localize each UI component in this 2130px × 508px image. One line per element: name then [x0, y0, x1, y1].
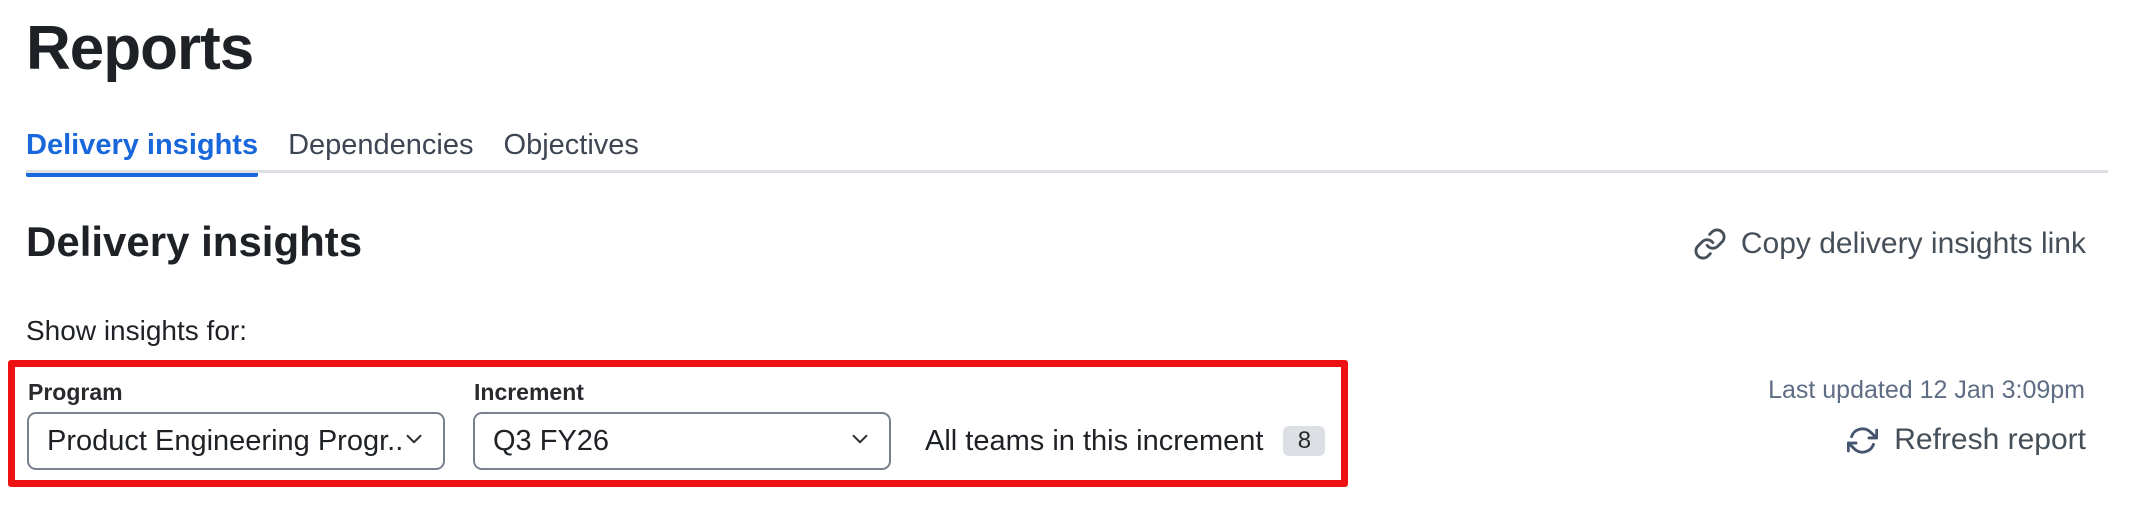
teams-summary: All teams in this increment 8: [925, 412, 1326, 470]
show-insights-for-label: Show insights for:: [26, 315, 247, 346]
link-icon: [1693, 227, 1727, 261]
chevron-down-icon: [401, 426, 427, 457]
last-updated-text: Last updated 12 Jan 3:09pm: [1768, 376, 2085, 404]
tab-delivery-insights[interactable]: Delivery insights: [26, 129, 259, 177]
tab-objectives-label: Objectives: [503, 129, 639, 161]
tab-bar: Delivery insights Dependencies Objective…: [26, 129, 639, 177]
chevron-down-icon: [847, 426, 873, 457]
copy-link-label: Copy delivery insights link: [1740, 227, 2086, 260]
section-title: Delivery insights: [26, 218, 363, 265]
refresh-icon: [1847, 425, 1879, 456]
refresh-report-button[interactable]: Refresh report: [1847, 420, 2086, 460]
increment-label: Increment: [474, 379, 584, 405]
program-label: Program: [28, 379, 123, 405]
teams-count-badge: 8: [1283, 426, 1326, 456]
refresh-report-label: Refresh report: [1894, 423, 2086, 456]
increment-select-value: Q3 FY26: [493, 424, 610, 457]
teams-summary-text: All teams in this increment: [925, 424, 1264, 457]
tab-delivery-insights-label: Delivery insights: [26, 129, 259, 161]
program-select-value: Product Engineering Progr...: [47, 424, 401, 457]
tab-dependencies-label: Dependencies: [288, 129, 474, 161]
tab-dependencies[interactable]: Dependencies: [288, 130, 473, 174]
tab-objectives[interactable]: Objectives: [504, 130, 639, 174]
program-select[interactable]: Product Engineering Progr...: [27, 412, 445, 470]
increment-select[interactable]: Q3 FY26: [473, 412, 891, 470]
tabs-divider: [26, 170, 2108, 173]
page-title: Reports: [26, 14, 254, 83]
copy-delivery-insights-link-button[interactable]: Copy delivery insights link: [1693, 224, 2086, 264]
